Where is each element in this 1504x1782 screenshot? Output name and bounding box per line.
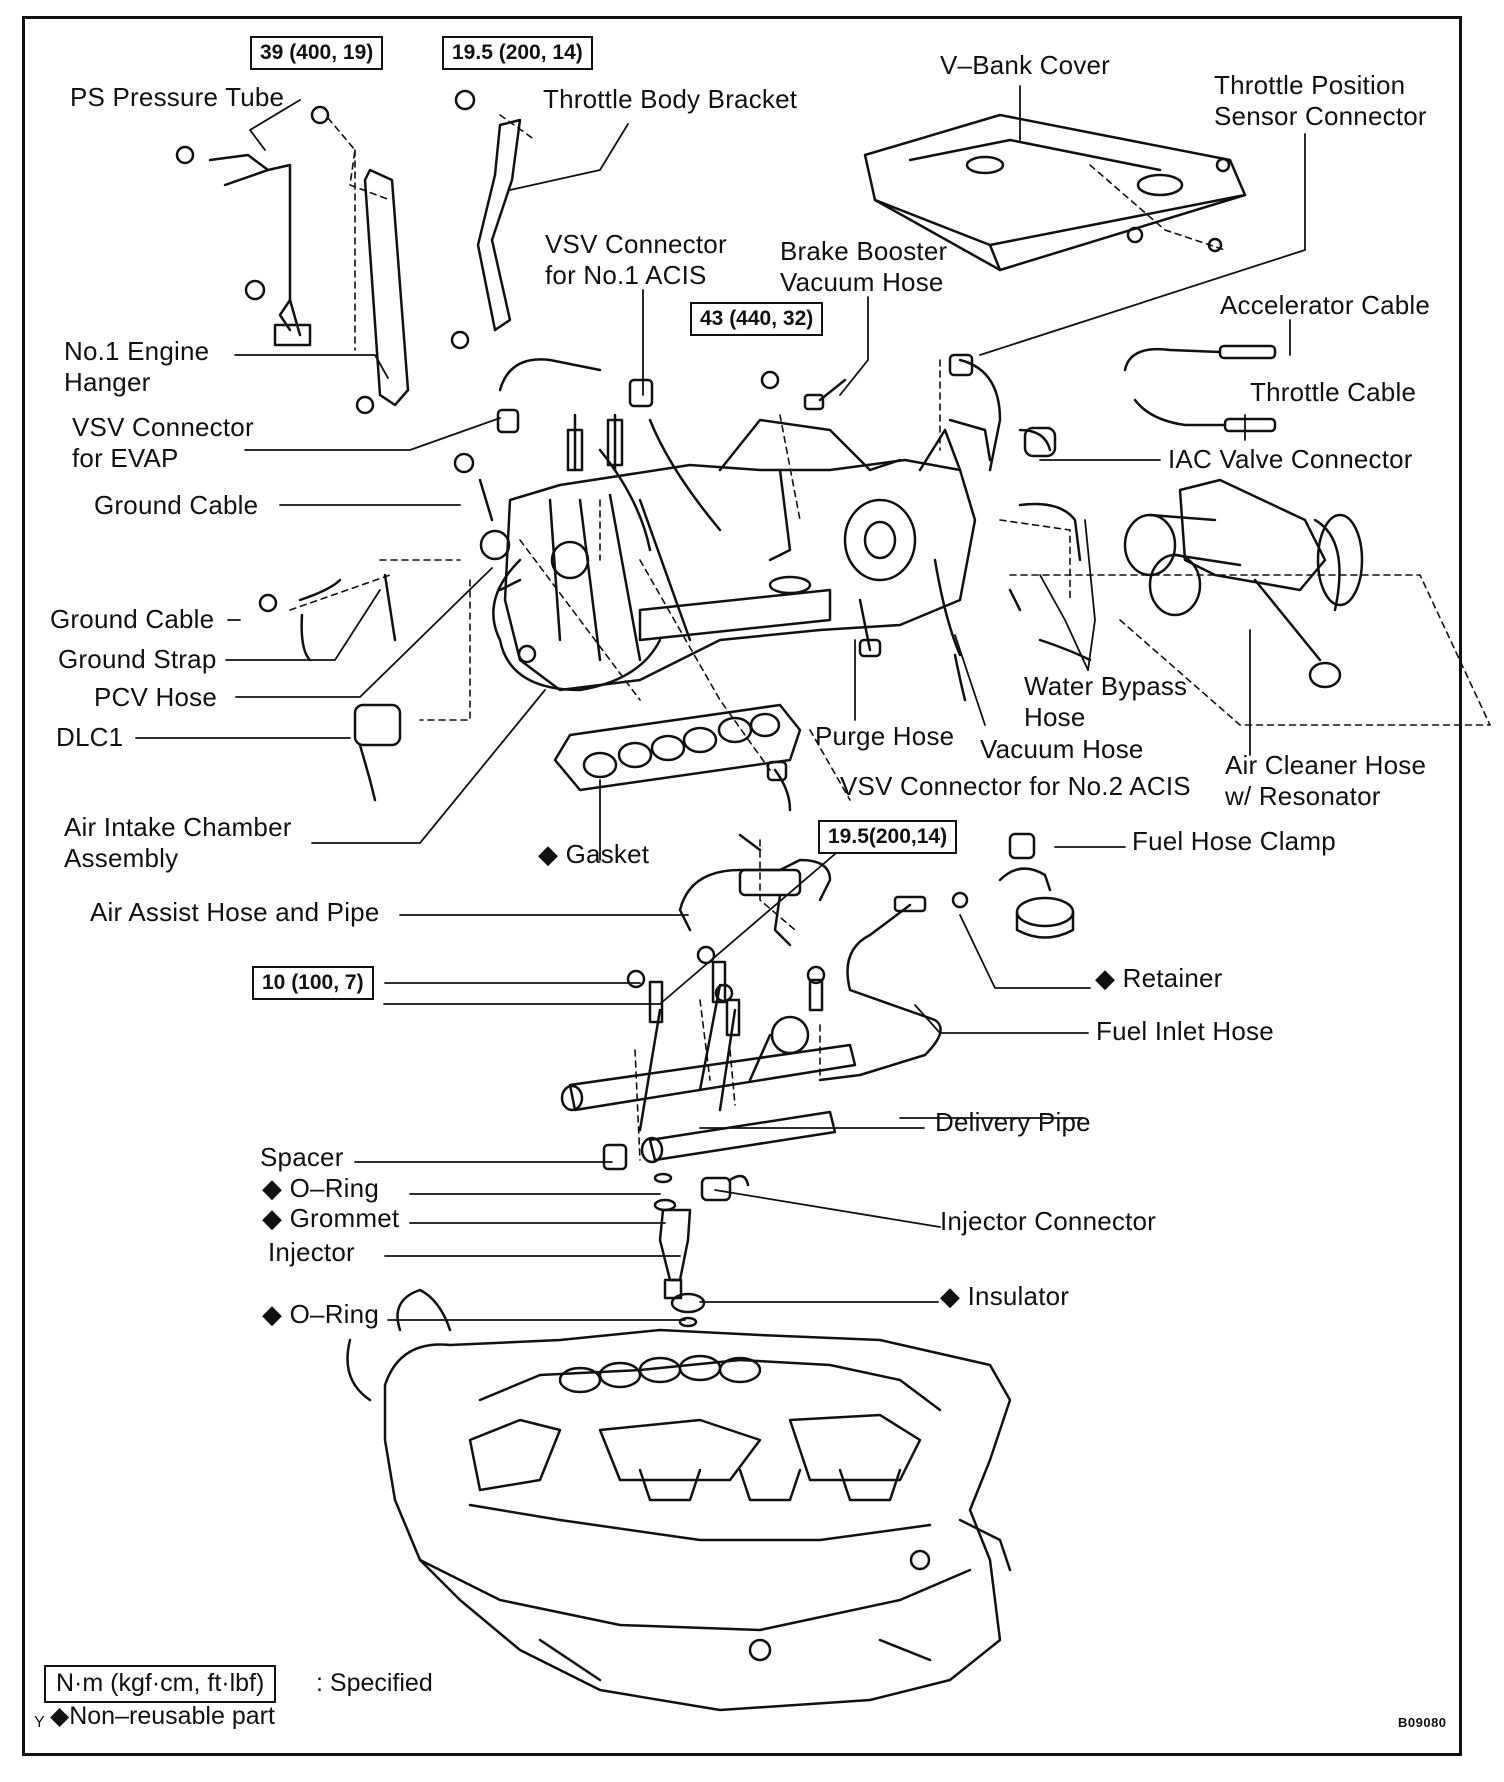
label-v-bank-cover: V–Bank Cover bbox=[940, 50, 1111, 80]
label-air-intake-2: Assembly bbox=[64, 843, 179, 873]
label-water-bypass-2: Hose bbox=[1024, 702, 1086, 732]
engine-block bbox=[346, 1288, 1012, 1712]
label-injector: Injector bbox=[268, 1237, 355, 1267]
torque-box-delivery-pipe: 10 (100, 7) bbox=[252, 966, 374, 1000]
label-tps-connector-2: Sensor Connector bbox=[1214, 101, 1427, 131]
label-grommet: ◆ Grommet bbox=[262, 1203, 400, 1233]
dlc1-part bbox=[353, 703, 402, 802]
label-ground-cable-1: Ground Cable bbox=[94, 490, 259, 520]
label-air-cleaner-2: w/ Resonator bbox=[1225, 781, 1381, 811]
legend-specified: : Specified bbox=[316, 1669, 433, 1697]
label-gasket: ◆ Gasket bbox=[538, 839, 650, 869]
label-vsv-acis1-1: VSV Connector bbox=[545, 229, 727, 259]
v-bank-cover bbox=[863, 113, 1247, 272]
label-accelerator-cable: Accelerator Cable bbox=[1220, 290, 1431, 320]
air-assist-hose bbox=[678, 833, 832, 947]
injector-stack bbox=[602, 1143, 750, 1328]
label-air-intake-1: Air Intake Chamber bbox=[64, 812, 292, 842]
label-pcv-hose: PCV Hose bbox=[94, 682, 217, 712]
label-spacer: Spacer bbox=[260, 1142, 344, 1172]
leader-lines bbox=[135, 85, 1306, 1321]
label-iac-valve-connector: IAC Valve Connector bbox=[1168, 444, 1413, 474]
label-vsv-evap-1: VSV Connector bbox=[72, 412, 254, 442]
label-engine-hanger-1: No.1 Engine bbox=[64, 336, 210, 366]
diagram-frame bbox=[22, 16, 1462, 1756]
ps-tube-and-hanger bbox=[175, 89, 522, 415]
label-retainer: ◆ Retainer bbox=[1095, 963, 1223, 993]
small-parts bbox=[258, 353, 1092, 812]
label-air-assist-hose: Air Assist Hose and Pipe bbox=[90, 897, 380, 927]
legend-nonreusable: ◆Non–reusable part bbox=[50, 1702, 275, 1730]
label-air-cleaner-1: Air Cleaner Hose bbox=[1225, 750, 1427, 780]
torque-box-chamber: 43 (440, 32) bbox=[690, 302, 824, 336]
label-purge-hose: Purge Hose bbox=[815, 721, 955, 751]
fuel-hose-clamp bbox=[951, 832, 1075, 939]
torque-box-fuel-inlet: 19.5(200,14) bbox=[818, 820, 958, 854]
label-brake-booster-2: Vacuum Hose bbox=[780, 267, 944, 297]
label-brake-booster-1: Brake Booster bbox=[780, 236, 948, 266]
air-cleaner-hose bbox=[1123, 478, 1364, 689]
delivery-pipe bbox=[560, 945, 857, 1164]
label-o-ring-2: ◆ O–Ring bbox=[262, 1299, 379, 1329]
dashed-guides bbox=[289, 114, 1491, 1161]
label-vsv-acis1-2: for No.1 ACIS bbox=[545, 260, 707, 290]
air-intake-chamber bbox=[479, 418, 992, 692]
torque-box-ps-tube: 39 (400, 19) bbox=[250, 36, 384, 70]
label-fuel-hose-clamp: Fuel Hose Clamp bbox=[1132, 826, 1336, 856]
label-vacuum-hose: Vacuum Hose bbox=[980, 734, 1144, 764]
fuel-inlet-hose bbox=[818, 895, 942, 1082]
cables bbox=[1123, 344, 1277, 433]
label-vsv-acis2: VSV Connector for No.2 ACIS bbox=[840, 771, 1191, 801]
label-vsv-evap-2: for EVAP bbox=[72, 443, 179, 473]
label-delivery-pipe: Delivery Pipe bbox=[935, 1107, 1091, 1137]
label-ps-pressure-tube: PS Pressure Tube bbox=[70, 82, 285, 112]
label-throttle-cable: Throttle Cable bbox=[1250, 377, 1417, 407]
label-ground-cable-2: Ground Cable bbox=[50, 604, 215, 634]
label-insulator: ◆ Insulator bbox=[940, 1281, 1070, 1311]
figure-code: B09080 bbox=[1398, 1715, 1447, 1730]
label-dlc1: DLC1 bbox=[56, 722, 124, 752]
label-o-ring-1: ◆ O–Ring bbox=[262, 1173, 379, 1203]
gasket-part bbox=[553, 703, 802, 792]
label-engine-hanger-2: Hanger bbox=[64, 367, 151, 397]
corner-mark: Y bbox=[34, 1714, 45, 1731]
label-ground-strap: Ground Strap bbox=[58, 644, 217, 674]
label-fuel-inlet-hose: Fuel Inlet Hose bbox=[1096, 1016, 1274, 1046]
label-tps-connector-1: Throttle Position bbox=[1214, 70, 1406, 100]
label-injector-connector: Injector Connector bbox=[940, 1206, 1157, 1236]
torque-box-throttle-bracket: 19.5 (200, 14) bbox=[442, 36, 593, 70]
legend-torque-box: N·m (kgf·cm, ft·lbf) bbox=[44, 1665, 277, 1703]
label-throttle-body-bracket: Throttle Body Bracket bbox=[543, 84, 798, 114]
label-water-bypass-1: Water Bypass bbox=[1024, 671, 1188, 701]
